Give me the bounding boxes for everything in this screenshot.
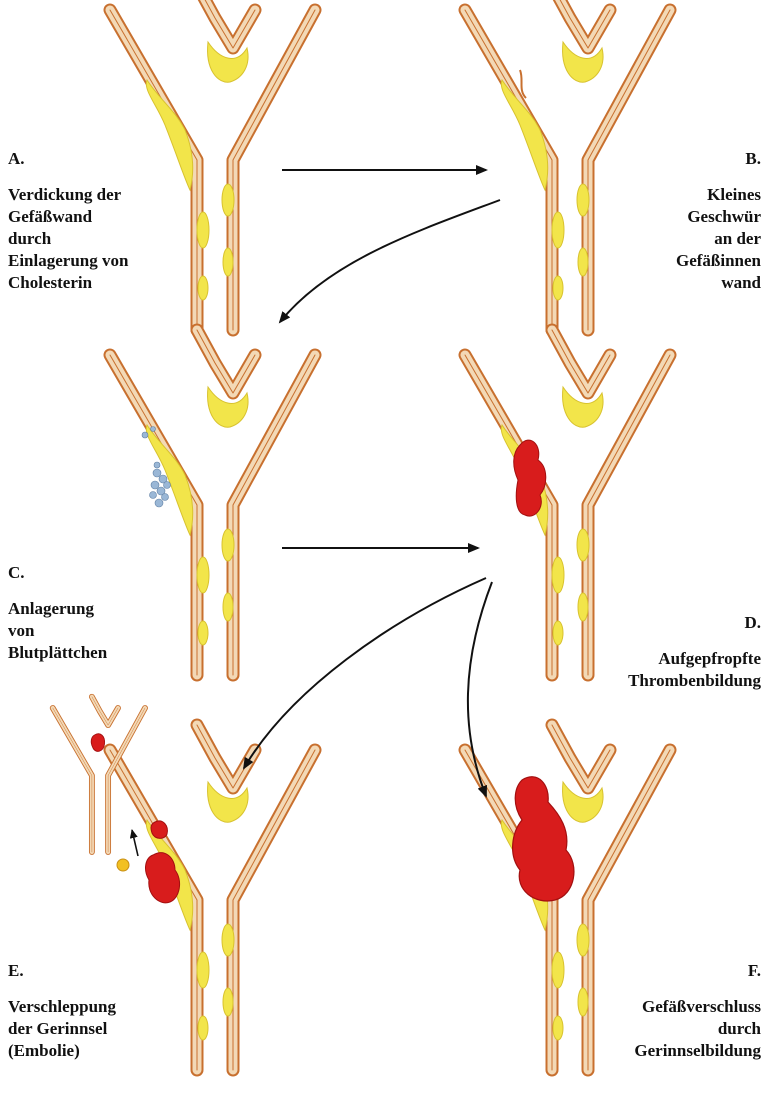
label-panel-d: D. Aufgepfropfte Thrombenbildung [628,612,761,692]
caption-e: Verschleppung der Gerinnsel (Embolie) [8,996,116,1062]
caption-c-line: Blutplättchen [8,642,107,664]
caption-b-line: Kleines [676,184,761,206]
caption-c-line: Anlagerung [8,598,107,620]
thrombus [514,440,546,516]
label-panel-b: B. Kleines Geschwür an der Gefäßinnen wa… [676,148,761,294]
caption-e-line: (Embolie) [8,1040,116,1062]
caption-f-line: durch [634,1018,761,1040]
caption-c: Anlagerung von Blutplättchen [8,598,107,664]
lodged-embolus [91,734,104,752]
arrow-embolus-to-inset [132,830,138,856]
plaque-fragment [117,859,129,871]
caption-b-line: Gefäßinnen [676,250,761,272]
caption-a: Verdickung der Gefäßwand durch Einlageru… [8,184,128,294]
caption-d-line: Thrombenbildung [628,670,761,692]
label-panel-c: C. Anlagerung von Blutplättchen [8,562,107,664]
letter-e: E. [8,960,116,982]
caption-a-line: Einlagerung von [8,250,128,272]
arrow-d-to-e [244,578,486,768]
caption-f-line: Gefäßverschluss [634,996,761,1018]
letter-f: F. [634,960,761,982]
letter-d: D. [628,612,761,634]
caption-d-line: Aufgepfropfte [628,648,761,670]
caption-a-line: Verdickung der [8,184,128,206]
letter-c: C. [8,562,107,584]
caption-d: Aufgepfropfte Thrombenbildung [628,648,761,692]
caption-e-line: Verschleppung [8,996,116,1018]
caption-f: Gefäßverschluss durch Gerinnselbildung [634,996,761,1062]
caption-f-line: Gerinnselbildung [634,1040,761,1062]
caption-b-line: wand [676,272,761,294]
caption-a-line: Gefäßwand [8,206,128,228]
caption-c-line: von [8,620,107,642]
caption-b-line: Geschwür [676,206,761,228]
panel-e-vessel [110,725,315,1070]
caption-b-line: an der [676,228,761,250]
arrow-b-to-c [280,200,500,322]
letter-b: B. [676,148,761,170]
caption-a-line: durch [8,228,128,250]
panel-b-vessel [465,0,670,330]
letter-a: A. [8,148,128,170]
caption-e-line: der Gerinnsel [8,1018,116,1040]
embolus-fragment [151,821,167,838]
label-panel-a: A. Verdickung der Gefäßwand durch Einlag… [8,148,128,294]
label-panel-e: E. Verschleppung der Gerinnsel (Embolie) [8,960,116,1062]
panel-a-vessel [110,0,315,330]
label-panel-f: F. Gefäßverschluss durch Gerinnselbildun… [634,960,761,1062]
caption-a-line: Cholesterin [8,272,128,294]
panel-c-vessel [110,330,315,675]
caption-b: Kleines Geschwür an der Gefäßinnen wand [676,184,761,294]
